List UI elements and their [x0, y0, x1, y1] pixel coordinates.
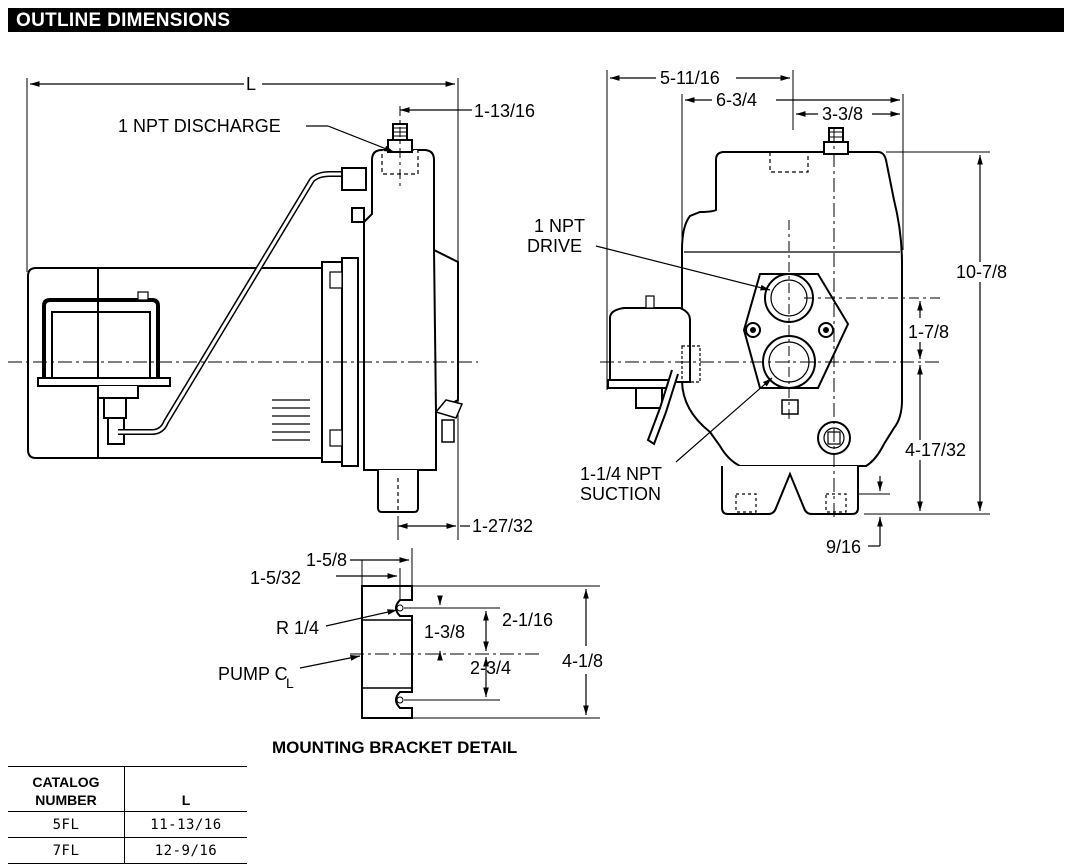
suction-label-line1: 1-1/4 NPT: [580, 464, 662, 484]
drive-label-line1: 1 NPT: [534, 216, 585, 236]
dim-center-height: 4-17/32: [905, 440, 966, 460]
table-header-row: CATALOG NUMBER L: [8, 766, 247, 812]
dim-bottom-offset: 1-27/32: [472, 516, 533, 536]
dim-width-3: 3-3/8: [822, 104, 863, 124]
page-title: OUTLINE DIMENSIONS: [16, 10, 231, 31]
header-length: L: [124, 766, 247, 812]
bracket-radius: R 1/4: [276, 618, 319, 638]
catalog-table: CATALOG NUMBER L 5FL 11-13/16 7FL 12-9/1…: [8, 766, 247, 864]
drive-label-line2: DRIVE: [527, 236, 582, 256]
centerline-symbol: L: [286, 675, 294, 691]
end-view: [595, 70, 990, 547]
dim-port-spacing: 1-7/8: [908, 322, 949, 342]
length-cell: 11-13/16: [124, 811, 247, 838]
pump-centerline-label: PUMP C: [218, 664, 288, 684]
title-bar: OUTLINE DIMENSIONS: [8, 8, 1064, 32]
dim-width-2: 6-3/4: [716, 90, 757, 110]
bracket-dim-2: 1-5/32: [250, 568, 301, 588]
catalog-cell: 5FL: [8, 811, 125, 838]
bracket-caption: MOUNTING BRACKET DETAIL: [272, 738, 517, 757]
bracket-dim-6: 4-1/8: [562, 651, 603, 671]
discharge-label: 1 NPT DISCHARGE: [118, 116, 281, 136]
dim-discharge-offset: 1-13/16: [474, 101, 535, 121]
bracket-dim-1: 1-5/8: [306, 550, 347, 570]
bracket-detail: [299, 548, 600, 719]
dim-height: 10-7/8: [956, 262, 1007, 282]
table-row: 5FL 11-13/16: [8, 811, 247, 838]
suction-label-line2: SUCTION: [580, 484, 661, 504]
bracket-dim-3: 1-3/8: [424, 622, 465, 642]
bracket-dim-4: 2-1/16: [502, 610, 553, 630]
side-view: [8, 78, 478, 540]
bracket-dim-5: 2-3/4: [470, 658, 511, 678]
dim-overall-width: 5-11/16: [660, 68, 720, 88]
header-catalog-number: CATALOG NUMBER: [8, 766, 125, 812]
length-label: L: [246, 74, 256, 94]
dim-foot: 9/16: [826, 537, 861, 557]
